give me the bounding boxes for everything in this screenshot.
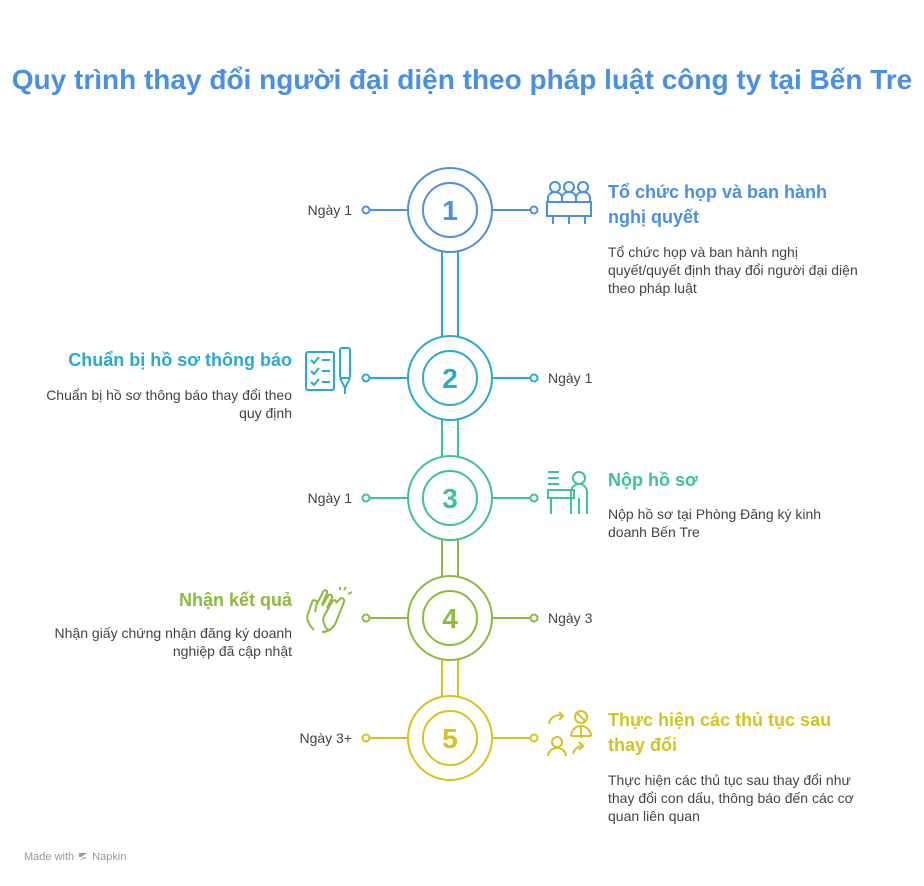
step-4-inner-ring bbox=[422, 590, 478, 646]
step-5-tick-dot bbox=[529, 733, 539, 743]
step-4-day: Ngày 3 bbox=[548, 610, 593, 626]
step-5-tick-dot bbox=[361, 733, 371, 743]
step-5-number: 5 bbox=[442, 723, 458, 754]
step-2-heading: Chuẩn bị hồ sơ thông báo bbox=[68, 350, 292, 370]
step-3-heading: Nộp hồ sơ bbox=[608, 470, 698, 490]
napkin-brand-label: Napkin bbox=[92, 851, 127, 863]
step-4-number: 4 bbox=[442, 603, 458, 634]
napkin-logo-icon bbox=[79, 853, 88, 861]
step-1-inner-ring bbox=[422, 182, 478, 238]
step-2-tick-dot bbox=[529, 373, 539, 383]
step-2-day: Ngày 1 bbox=[548, 370, 593, 386]
step-2-inner-ring bbox=[422, 350, 478, 406]
step-1-tick-dot bbox=[361, 205, 371, 215]
step-4-description: Nhận giấy chứng nhận đăng ký doanh nghiệ… bbox=[54, 625, 292, 659]
step-1-heading: Tổ chức họp và ban hành nghị quyết bbox=[608, 182, 828, 227]
step-3-tick-dot bbox=[529, 493, 539, 503]
meeting-icon bbox=[546, 181, 592, 224]
page-title: Quy trình thay đổi người đại diện theo p… bbox=[11, 64, 913, 95]
step-5-description: Thực hiện các thủ tục sau thay đổi như t… bbox=[608, 772, 854, 824]
timeline-connector bbox=[441, 417, 459, 459]
step-2-tick-dot bbox=[361, 373, 371, 383]
step-4-tick-dot bbox=[529, 613, 539, 623]
timeline-connector bbox=[441, 537, 459, 579]
checklist-pen-icon bbox=[305, 347, 351, 394]
step-3-day: Ngày 1 bbox=[307, 490, 352, 506]
step-2-number: 2 bbox=[442, 363, 458, 394]
step-1-tick-dot bbox=[529, 205, 539, 215]
step-4-heading: Nhận kết quả bbox=[178, 590, 292, 610]
clapping-hands-icon bbox=[306, 586, 353, 633]
person-desk-icon bbox=[547, 471, 588, 514]
step-3-number: 3 bbox=[442, 483, 458, 514]
step-1-number: 1 bbox=[442, 195, 458, 226]
timeline-connector bbox=[441, 249, 459, 339]
people-exchange-icon bbox=[547, 710, 592, 757]
step-2-description: Chuẩn bị hồ sơ thông báo thay đổi theo q… bbox=[46, 387, 292, 421]
step-3-inner-ring bbox=[422, 470, 478, 526]
napkin-credit: Made with Napkin bbox=[24, 851, 126, 863]
step-5-inner-ring bbox=[422, 710, 478, 766]
step-5-heading: Thực hiện các thủ tục sau thay đổi bbox=[608, 710, 832, 755]
step-3-description: Nộp hồ sơ tại Phòng Đăng ký kinh doanh B… bbox=[608, 506, 822, 540]
step-4-tick-dot bbox=[361, 613, 371, 623]
made-with-label: Made with bbox=[24, 851, 75, 863]
step-5-day: Ngày 3+ bbox=[299, 730, 352, 746]
step-3-tick-dot bbox=[361, 493, 371, 503]
step-1-description: Tổ chức họp và ban hành nghị quyết/quyết… bbox=[608, 244, 858, 296]
timeline-connector bbox=[441, 657, 459, 699]
step-1-day: Ngày 1 bbox=[307, 202, 352, 218]
